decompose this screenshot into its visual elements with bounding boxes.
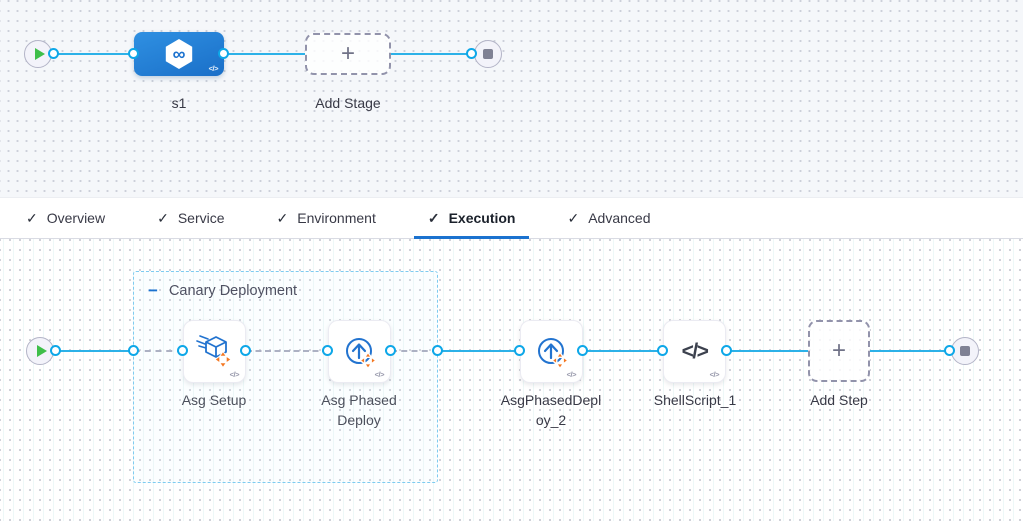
port[interactable] — [48, 48, 59, 59]
add-stage-label: Add Stage — [315, 95, 381, 111]
check-icon: ✓ — [157, 209, 169, 226]
play-icon — [34, 48, 45, 60]
asg-phased-deploy-icon — [537, 337, 569, 370]
port[interactable] — [128, 48, 139, 59]
port[interactable] — [432, 345, 443, 356]
execution-graph-canvas[interactable]: − Canary Deployment — [0, 239, 1023, 521]
tab-advanced[interactable]: ✓ Advanced — [553, 198, 664, 238]
execution-end-node[interactable] — [951, 337, 979, 365]
connector-line-dashed — [391, 350, 438, 352]
tab-label: Overview — [46, 210, 106, 226]
tab-environment[interactable]: ✓ Environment — [263, 198, 390, 238]
code-badge-icon: </> — [208, 64, 219, 73]
step-group-label: Canary Deployment — [168, 283, 298, 299]
execution-start-node[interactable] — [26, 337, 54, 365]
step-label: Asg Phased Deploy — [321, 392, 397, 428]
tab-overview[interactable]: ✓ Overview — [12, 198, 119, 238]
port[interactable] — [218, 48, 229, 59]
step-node-asgphaseddeploy-2[interactable]: </> — [520, 320, 583, 383]
port[interactable] — [514, 345, 525, 356]
add-step-button[interactable]: + — [808, 320, 870, 382]
port[interactable] — [240, 345, 251, 356]
connector-line — [438, 350, 520, 352]
step-label: AsgPhasedDeploy_2 — [500, 392, 602, 428]
collapse-icon[interactable]: − — [148, 281, 158, 300]
connector-line — [727, 350, 808, 352]
check-icon: ✓ — [276, 209, 289, 226]
code-badge-icon: </> — [374, 370, 385, 379]
play-icon — [36, 345, 47, 357]
cd-infinity-hexagon-icon: ∞ — [165, 39, 193, 69]
stop-icon — [483, 49, 493, 59]
connector-line-dashed — [134, 350, 183, 352]
step-node-asg-phased-deploy[interactable]: </> — [328, 320, 391, 383]
add-step-label: Add Step — [810, 392, 868, 408]
tab-service[interactable]: ✓ Service — [143, 198, 238, 238]
pipeline-end-node[interactable] — [474, 40, 502, 68]
check-icon: ✓ — [427, 209, 440, 226]
port[interactable] — [385, 345, 396, 356]
plus-icon: + — [340, 40, 355, 67]
step-node-asg-setup[interactable]: </> — [183, 320, 246, 383]
connector-line — [224, 53, 305, 55]
port[interactable] — [177, 345, 188, 356]
add-stage-button[interactable]: + — [305, 33, 391, 75]
step-group-header: − Canary Deployment — [148, 281, 298, 300]
code-badge-icon: </> — [229, 370, 240, 379]
tab-label: Advanced — [588, 210, 651, 226]
infinity-glyph: ∞ — [172, 44, 186, 64]
tab-label: Environment — [297, 210, 376, 226]
port[interactable] — [577, 345, 588, 356]
code-badge-icon: </> — [566, 370, 577, 379]
port[interactable] — [944, 345, 955, 356]
port[interactable] — [128, 345, 139, 356]
connector-line — [870, 350, 950, 352]
asg-phased-deploy-icon — [345, 337, 377, 370]
code-badge-icon: </> — [709, 370, 720, 379]
stage-config-tabs: ✓ Overview ✓ Service ✓ Environment ✓ Exe… — [0, 197, 1023, 239]
check-icon: ✓ — [26, 209, 38, 226]
port[interactable] — [50, 345, 61, 356]
connector-line — [53, 53, 134, 55]
asg-setup-icon — [195, 334, 232, 368]
stop-icon — [960, 346, 970, 356]
stage-node-s1[interactable]: ∞ </> — [134, 32, 224, 76]
stage-graph-canvas[interactable]: ∞ </> s1 + Add Stage — [0, 0, 1023, 197]
connector-line — [391, 53, 472, 55]
port[interactable] — [721, 345, 732, 356]
plus-icon: + — [831, 337, 846, 364]
connector-line — [55, 350, 134, 352]
port[interactable] — [322, 345, 333, 356]
tab-label: Service — [177, 210, 225, 226]
step-label: Asg Setup — [181, 392, 247, 408]
step-node-shellscript-1[interactable]: </> </> — [663, 320, 726, 383]
tab-label: Execution — [448, 210, 516, 226]
port[interactable] — [657, 345, 668, 356]
pipeline-start-node[interactable] — [24, 40, 52, 68]
step-group-canary-deployment[interactable] — [133, 271, 438, 483]
shell-script-icon: </> — [681, 339, 709, 363]
step-label: ShellScript_1 — [653, 392, 737, 408]
stage-label: s1 — [171, 95, 187, 111]
check-icon: ✓ — [567, 209, 580, 226]
tab-execution[interactable]: ✓ Execution — [413, 198, 530, 239]
port[interactable] — [466, 48, 477, 59]
connector-line-dashed — [246, 350, 328, 352]
connector-line — [583, 350, 663, 352]
